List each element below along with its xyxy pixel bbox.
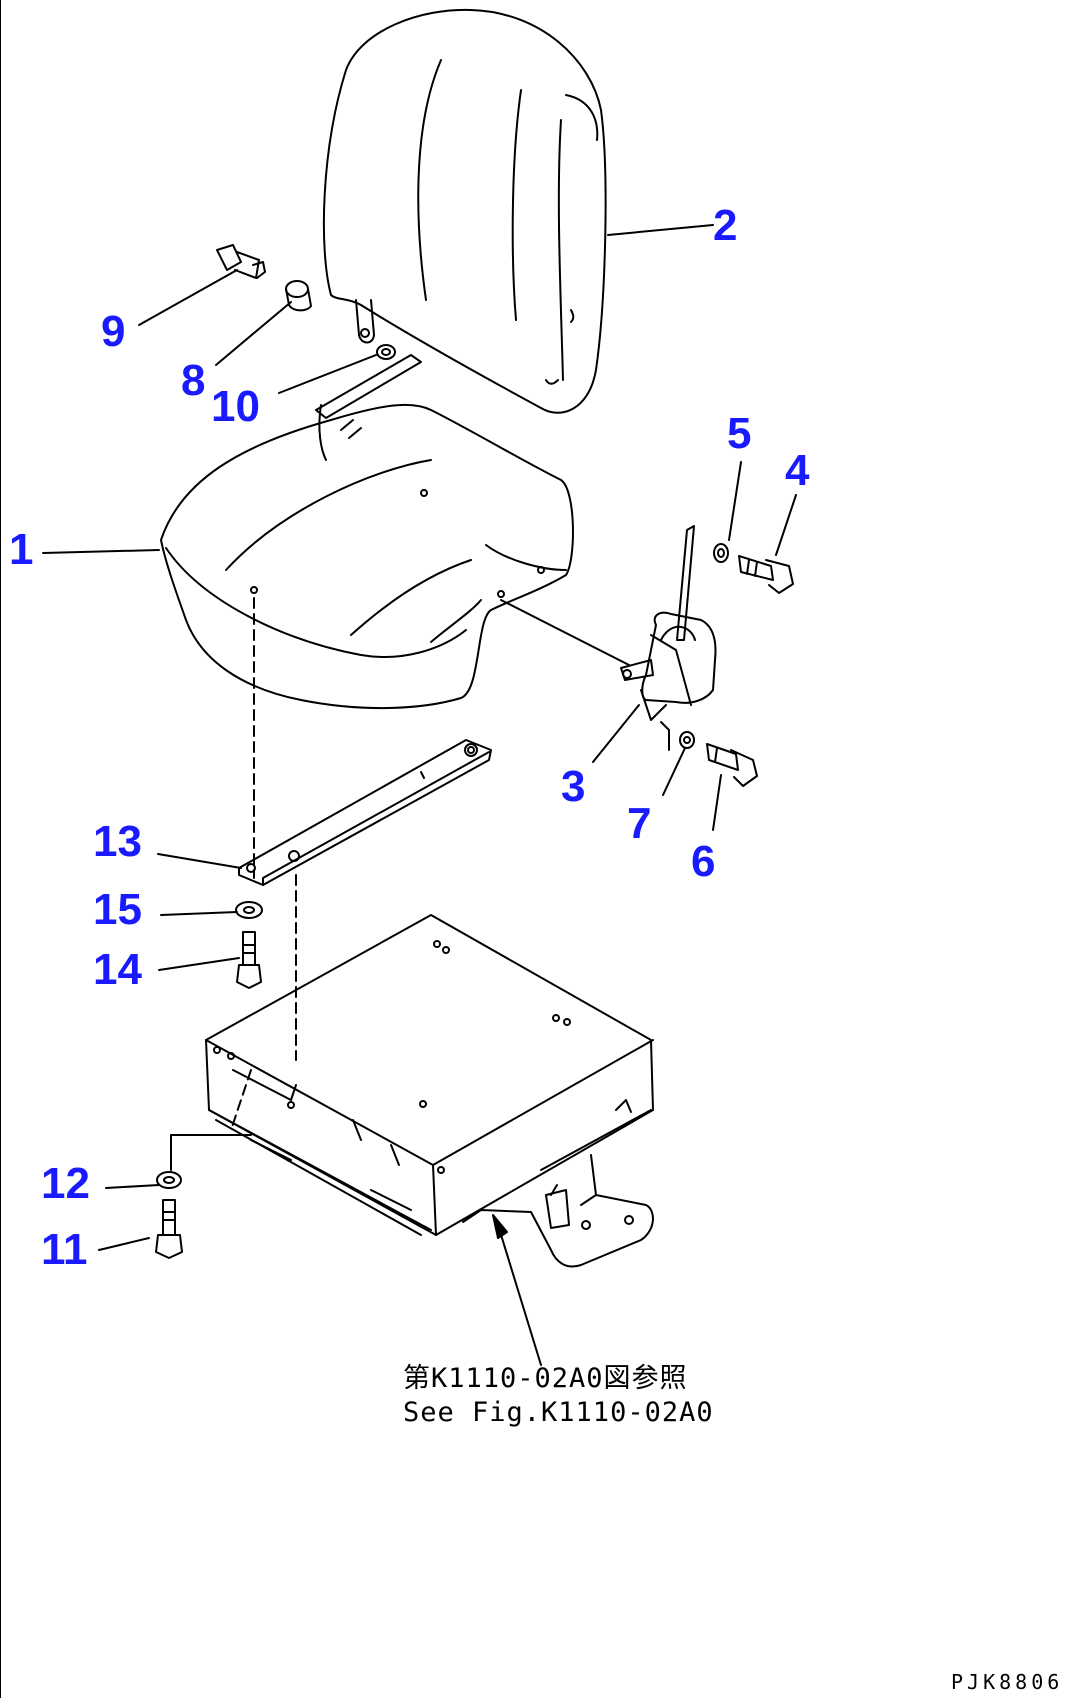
callout-11: 11 bbox=[41, 1225, 88, 1274]
reference-note-jp: 第K1110-02A0図参照 bbox=[403, 1363, 688, 1394]
callout-10: 10 bbox=[211, 382, 260, 431]
bolt-11 bbox=[155, 1199, 183, 1259]
callout-14-label: 14 bbox=[93, 945, 142, 994]
bolt-6 bbox=[706, 743, 758, 787]
reference-note: 第K1110-02A0図参照 See Fig.K1110-02A0 bbox=[403, 1362, 714, 1430]
drawing-code: PJK8806 bbox=[951, 1670, 1064, 1694]
washer-10 bbox=[376, 344, 396, 360]
assembly-lines-solid bbox=[170, 599, 670, 1171]
callout-15: 15 bbox=[93, 885, 142, 934]
washer-12 bbox=[156, 1171, 182, 1189]
callout-6: 6 bbox=[691, 837, 716, 886]
callout-1: 1 bbox=[9, 525, 34, 574]
callout-12: 12 bbox=[41, 1159, 90, 1208]
washer-5 bbox=[713, 543, 729, 563]
callout-13: 13 bbox=[93, 817, 142, 866]
collar-8 bbox=[285, 280, 312, 312]
assembly-lines bbox=[230, 597, 297, 1131]
callout-5: 5 bbox=[727, 409, 752, 458]
reference-note-en: See Fig.K1110-02A0 bbox=[403, 1397, 714, 1428]
washer-7 bbox=[679, 731, 695, 749]
callout-2: 2 bbox=[713, 201, 738, 250]
leader-lines bbox=[42, 224, 797, 1366]
washer-15 bbox=[235, 901, 263, 919]
seat-box bbox=[205, 914, 654, 1268]
lever-bracket-3 bbox=[620, 525, 717, 721]
callout-9: 9 bbox=[101, 307, 126, 356]
bolt-14 bbox=[236, 931, 262, 989]
seat-bracket-13 bbox=[238, 739, 492, 886]
seat-cushion bbox=[160, 354, 574, 710]
backrest bbox=[322, 8, 607, 414]
callout-4: 4 bbox=[785, 446, 810, 495]
callout-7: 7 bbox=[627, 799, 652, 848]
bolt-4 bbox=[738, 555, 794, 594]
bolt-9 bbox=[216, 244, 266, 279]
callout-8: 8 bbox=[181, 356, 206, 405]
callout-3: 3 bbox=[561, 762, 586, 811]
